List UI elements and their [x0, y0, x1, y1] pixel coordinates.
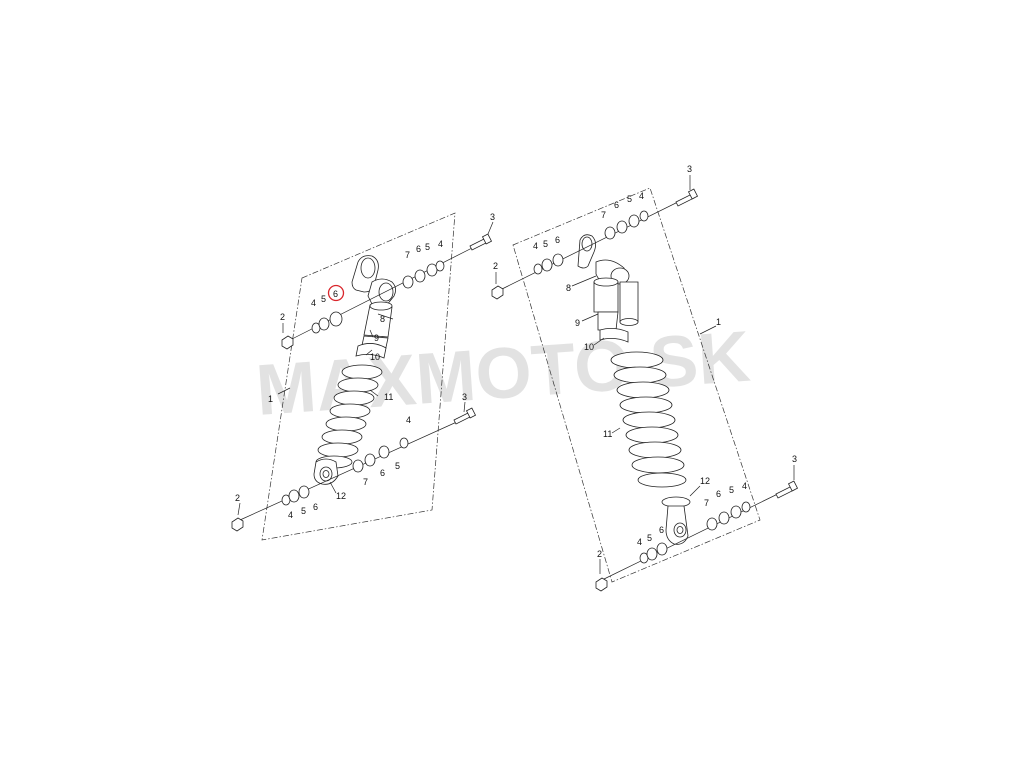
right-top-mount	[577, 234, 630, 287]
callout-l-1: 1	[268, 394, 273, 404]
callout-r-4d: 4	[637, 537, 642, 547]
left-top-mount	[351, 255, 396, 308]
callout-l-4b: 4	[438, 239, 443, 249]
left-shock-assembly: 1 2 2 3 3 4 4 4 4 5 5 5 5 6 6 6 6 7 7 8 …	[231, 212, 495, 541]
right-leaders	[495, 175, 795, 574]
watermark: MAXMOTO.SK	[254, 317, 753, 431]
callout-r-7a: 7	[601, 210, 606, 220]
callout-r-2a: 2	[493, 261, 498, 271]
callout-r-7b: 7	[704, 498, 709, 508]
callout-l-5c: 5	[395, 461, 400, 471]
left-coil-spring	[315, 364, 383, 469]
callout-r-6c: 6	[716, 489, 721, 499]
callout-r-3a: 3	[687, 164, 692, 174]
callout-l-5b: 5	[425, 242, 430, 252]
right-top-hardware	[491, 188, 699, 300]
callout-r-9: 9	[575, 318, 580, 328]
left-top-hardware	[281, 233, 493, 350]
callout-l-6b: 6	[416, 244, 421, 254]
callout-r-4a: 4	[533, 241, 538, 251]
highlight-ring	[327, 284, 345, 302]
right-bottom-mount	[661, 496, 691, 545]
callout-r-2b: 2	[597, 549, 602, 559]
callout-r-5d: 5	[647, 533, 652, 543]
callout-r-6b: 6	[614, 200, 619, 210]
callout-r-10: 10	[584, 342, 594, 352]
callout-l-7a: 7	[405, 250, 410, 260]
left-leaders	[237, 221, 494, 516]
callout-l-3b: 3	[462, 392, 467, 402]
right-assembly-frame	[512, 187, 761, 583]
callout-l-5a: 5	[321, 294, 326, 304]
callout-l-4d: 4	[288, 510, 293, 520]
left-bottom-hardware	[231, 407, 477, 532]
callout-r-5b: 5	[627, 194, 632, 204]
right-coil-spring	[610, 351, 687, 488]
callout-l-6d: 6	[313, 502, 318, 512]
left-assembly-frame	[261, 212, 456, 541]
left-callouts: 1 2 2 3 3 4 4 4 4 5 5 5 5 6 6 6 6 7 7 8 …	[235, 212, 495, 520]
callout-r-8: 8	[566, 283, 571, 293]
left-nut-bottom	[231, 517, 244, 532]
callout-l-2a: 2	[280, 312, 285, 322]
right-shock-body	[593, 277, 639, 343]
left-shock-body	[355, 301, 393, 359]
callout-l-9: 9	[374, 333, 379, 343]
callout-l-4c: 4	[406, 415, 411, 425]
callout-r-4c: 4	[742, 481, 747, 491]
callout-l-4a: 4	[311, 298, 316, 308]
watermark-text: MAXMOTO.SK	[254, 317, 753, 431]
callout-l-6a: 6	[333, 289, 338, 299]
left-nut-top	[281, 335, 294, 350]
right-nut-bottom	[595, 577, 608, 592]
callout-l-8: 8	[380, 314, 385, 324]
right-nut-top	[491, 285, 504, 300]
right-shock-assembly: 1 2 2 3 3 4 4 4 4 5 5 5 5 6 6 6 6 7 7 8 …	[491, 164, 799, 592]
callout-r-5a: 5	[543, 239, 548, 249]
callout-l-2b: 2	[235, 493, 240, 503]
callout-r-6d: 6	[659, 525, 664, 535]
callout-r-1: 1	[716, 317, 721, 327]
callout-l-5d: 5	[301, 506, 306, 516]
right-callouts: 1 2 2 3 3 4 4 4 4 5 5 5 5 6 6 6 6 7 7 8 …	[493, 164, 797, 559]
callout-r-4b: 4	[639, 191, 644, 201]
left-bottom-mount	[313, 458, 339, 485]
callout-r-6a: 6	[555, 235, 560, 245]
callout-l-12: 12	[336, 491, 346, 501]
right-bottom-hardware	[595, 480, 799, 592]
callout-r-5c: 5	[729, 485, 734, 495]
callout-r-3b: 3	[792, 454, 797, 464]
callout-l-3a: 3	[490, 212, 495, 222]
callout-r-11: 11	[603, 429, 612, 439]
callout-l-10: 10	[370, 352, 380, 362]
callout-l-11: 11	[384, 392, 393, 402]
callout-l-6c: 6	[380, 468, 385, 478]
callout-r-12: 12	[700, 476, 710, 486]
callout-l-7b: 7	[363, 477, 368, 487]
